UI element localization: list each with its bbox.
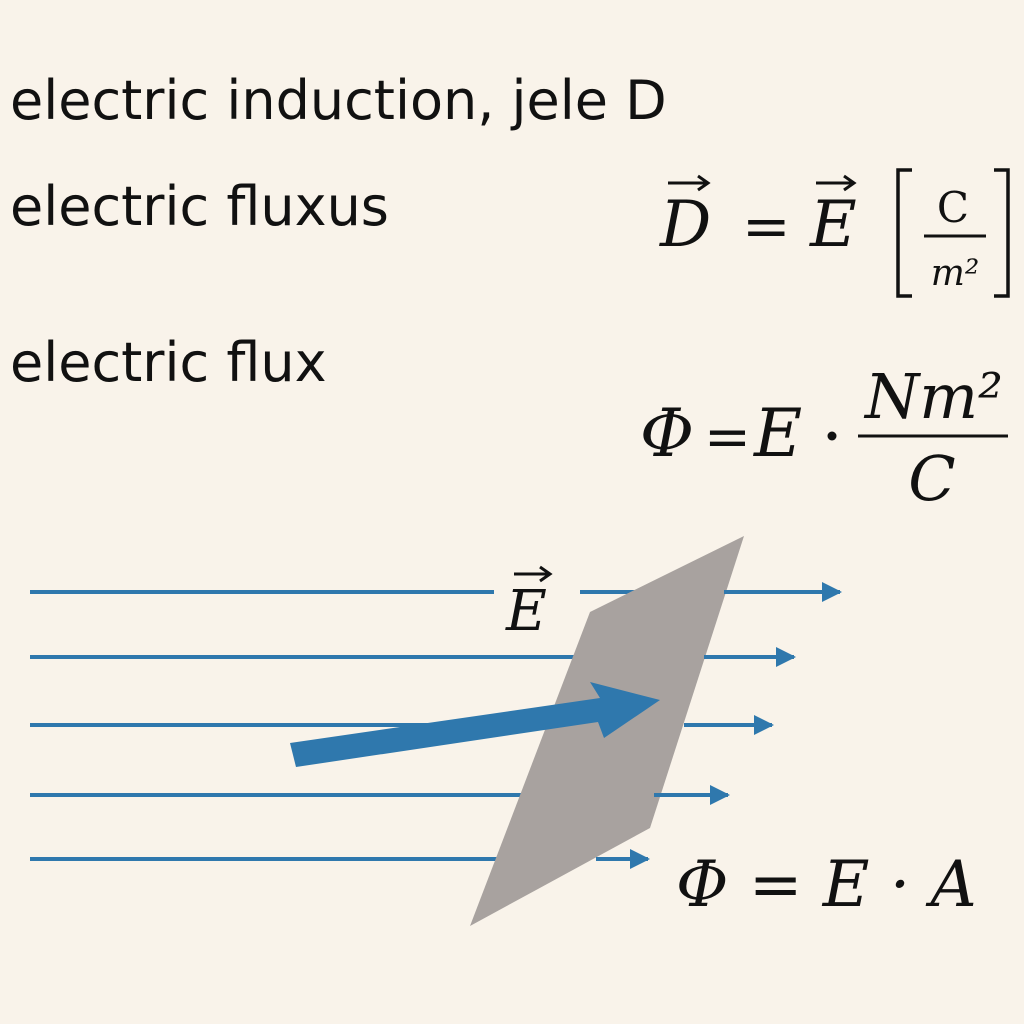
vector-arrow-e <box>514 565 553 583</box>
induction-lhs: D <box>659 188 711 262</box>
induction-rhs: E <box>809 188 857 262</box>
field-label-e: E <box>505 565 553 644</box>
flux-factor-e: E <box>753 395 802 472</box>
label-electric-induction: electric induction, jele D <box>10 69 667 132</box>
dot-operator <box>827 431 837 441</box>
field-lines-front <box>596 582 842 869</box>
field-label: E <box>505 579 547 644</box>
equals-sign: = <box>742 192 791 260</box>
flux-unit-equation: Φ = E Nm² C <box>640 360 1008 515</box>
flux-symbol: Φ <box>640 395 694 472</box>
vector-arrow-e <box>816 174 857 192</box>
label-electric-fluxus: electric fluxus <box>10 175 389 238</box>
label-electric-flux: electric flux <box>10 331 327 394</box>
flux-area-equation: Φ = E · A <box>676 848 977 922</box>
field-vector-e <box>290 682 660 767</box>
equals-sign: = <box>704 405 751 470</box>
unit-denominator-c: C <box>908 442 955 515</box>
unit-numerator-nm2: Nm² <box>863 360 1003 433</box>
bracket-left <box>896 168 912 298</box>
bracket-right <box>994 168 1010 298</box>
large-vector-arrow <box>290 682 660 767</box>
induction-equation: D = E C m² <box>659 168 1010 298</box>
vector-arrow-d <box>668 174 711 192</box>
unit-denominator-m2: m² <box>931 253 980 294</box>
unit-numerator-c: C <box>937 183 969 232</box>
